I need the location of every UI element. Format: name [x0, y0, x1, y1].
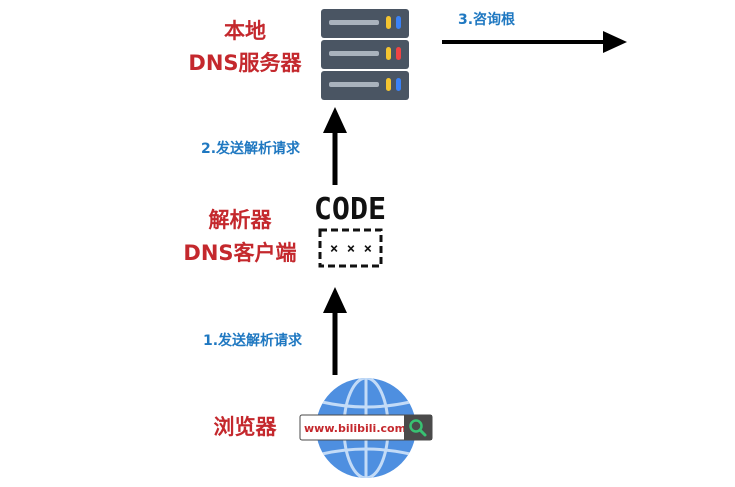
- code-icon: CODE × × ×: [314, 192, 386, 268]
- step2-label: 2.发送解析请求: [201, 141, 301, 157]
- arrow-step3: [442, 31, 627, 53]
- search-icon: [409, 419, 427, 437]
- resolver-label: 解析器: [208, 208, 272, 232]
- browser-label: 浏览器: [213, 415, 277, 439]
- url-search-bar: www.bilibili.com: [299, 414, 433, 441]
- local-dns-server-sublabel: DNS服务器: [188, 51, 302, 75]
- url-text: www.bilibili.com: [304, 422, 406, 435]
- server-icon: [321, 9, 409, 100]
- code-icon-text: CODE: [314, 192, 386, 227]
- arrow-step1: [323, 287, 347, 375]
- dns-client-label: DNS客户端: [183, 241, 297, 265]
- step1-label: 1.发送解析请求: [203, 333, 303, 349]
- step3-label: 3.咨询根: [458, 12, 516, 28]
- arrow-step2: [323, 107, 347, 185]
- local-dns-server-label: 本地: [224, 19, 266, 43]
- code-icon-masked: × × ×: [330, 241, 372, 257]
